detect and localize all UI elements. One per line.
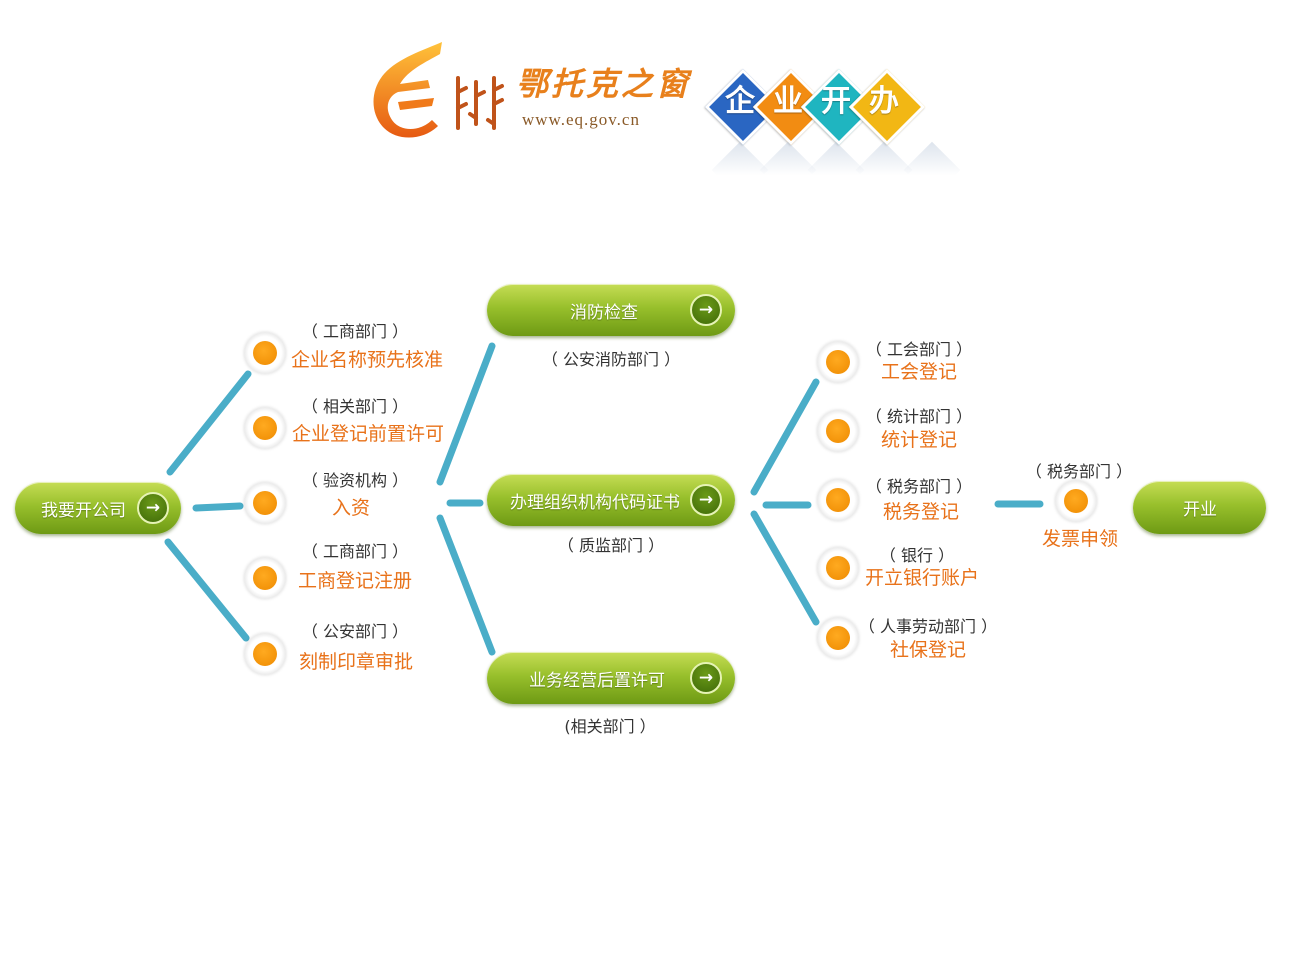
- logo-flame-e-icon: [373, 42, 442, 138]
- mongolian-script-logo: [456, 76, 504, 130]
- node-dept: （ 验资机构 ）: [301, 471, 409, 490]
- node-step[interactable]: 企业登记前置许可: [291, 423, 445, 445]
- node-step[interactable]: 发票申领: [1041, 528, 1119, 550]
- node-step[interactable]: 工会登记: [880, 361, 958, 383]
- node-dot: [817, 410, 859, 452]
- node-dept: （ 公安部门 ）: [301, 622, 409, 641]
- node-dot: [244, 557, 286, 599]
- arrow-right-icon: →: [690, 662, 722, 694]
- start-company-button[interactable]: 我要开公司 →: [15, 482, 181, 534]
- banner-diamond-1: 企: [704, 68, 782, 146]
- node-dot: [244, 633, 286, 675]
- node-dot: [244, 332, 286, 374]
- connector-code-to-union: [750, 378, 820, 496]
- org-code-button[interactable]: 办理组织机构代码证书 →: [487, 474, 735, 526]
- node-dept: （ 人事劳动部门 ）: [858, 617, 998, 636]
- connector-stage1-to-fire: [436, 342, 496, 486]
- site-name: 鄂托克之窗: [516, 65, 692, 103]
- node-dept: （ 统计部门 ）: [865, 407, 973, 426]
- connector-code-to-social: [750, 510, 820, 626]
- node-step[interactable]: 开立银行账户: [864, 567, 980, 589]
- connector-stage1-to-permit: [436, 514, 496, 656]
- arrow-right-icon: →: [690, 294, 722, 326]
- business-permit-label: 业务经营后置许可: [529, 670, 665, 691]
- fire-inspection-label: 消防检查: [570, 302, 638, 323]
- node-dot: [244, 482, 286, 524]
- fire-inspection-dept: （ 公安消防部门 ）: [541, 350, 681, 369]
- open-business-button[interactable]: 开业: [1133, 481, 1266, 534]
- node-step[interactable]: 社保登记: [889, 639, 967, 661]
- node-dot: [817, 617, 859, 659]
- node-step[interactable]: 工商登记注册: [297, 570, 413, 592]
- org-code-dept: （ 质监部门 ）: [557, 536, 665, 555]
- start-company-label: 我要开公司: [41, 500, 126, 521]
- node-step[interactable]: 税务登记: [882, 501, 960, 523]
- node-dept: （ 银行 ）: [879, 546, 955, 565]
- site-url: www.eq.gov.cn: [522, 110, 640, 129]
- banner-diamond-2: 业: [752, 68, 830, 146]
- node-step[interactable]: 企业名称预先核准: [290, 349, 444, 371]
- node-dot: [817, 547, 859, 589]
- node-dept: （ 工商部门 ）: [301, 542, 409, 561]
- node-dept: （ 税务部门 ）: [1025, 462, 1133, 481]
- connector-start-to-name: [166, 370, 252, 476]
- fire-inspection-button[interactable]: 消防检查 →: [487, 284, 735, 336]
- connector-start-to-capital: [192, 502, 244, 512]
- arrow-right-icon: →: [137, 492, 169, 524]
- banner-diamond-4: 办: [848, 68, 926, 146]
- node-step[interactable]: 入资: [331, 497, 371, 519]
- org-code-label: 办理组织机构代码证书: [510, 492, 680, 513]
- node-dot: [817, 479, 859, 521]
- business-permit-button[interactable]: 业务经营后置许可 →: [487, 652, 735, 704]
- open-business-label: 开业: [1183, 500, 1217, 520]
- business-permit-dept: (相关部门 ）: [564, 717, 656, 736]
- node-dept: （ 工会部门 ）: [865, 340, 973, 359]
- node-dot: [1055, 480, 1097, 522]
- arrow-right-icon: →: [690, 484, 722, 516]
- node-dept: （ 税务部门 ）: [865, 477, 973, 496]
- node-dot: [817, 341, 859, 383]
- node-step[interactable]: 刻制印章审批: [298, 651, 414, 673]
- node-dept: （ 工商部门 ）: [301, 322, 409, 341]
- node-step[interactable]: 统计登记: [880, 429, 958, 451]
- banner-diamond-3: 开: [800, 68, 878, 146]
- connector-start-to-seal: [164, 538, 250, 642]
- node-dept: （ 相关部门 ）: [301, 397, 409, 416]
- node-dot: [244, 407, 286, 449]
